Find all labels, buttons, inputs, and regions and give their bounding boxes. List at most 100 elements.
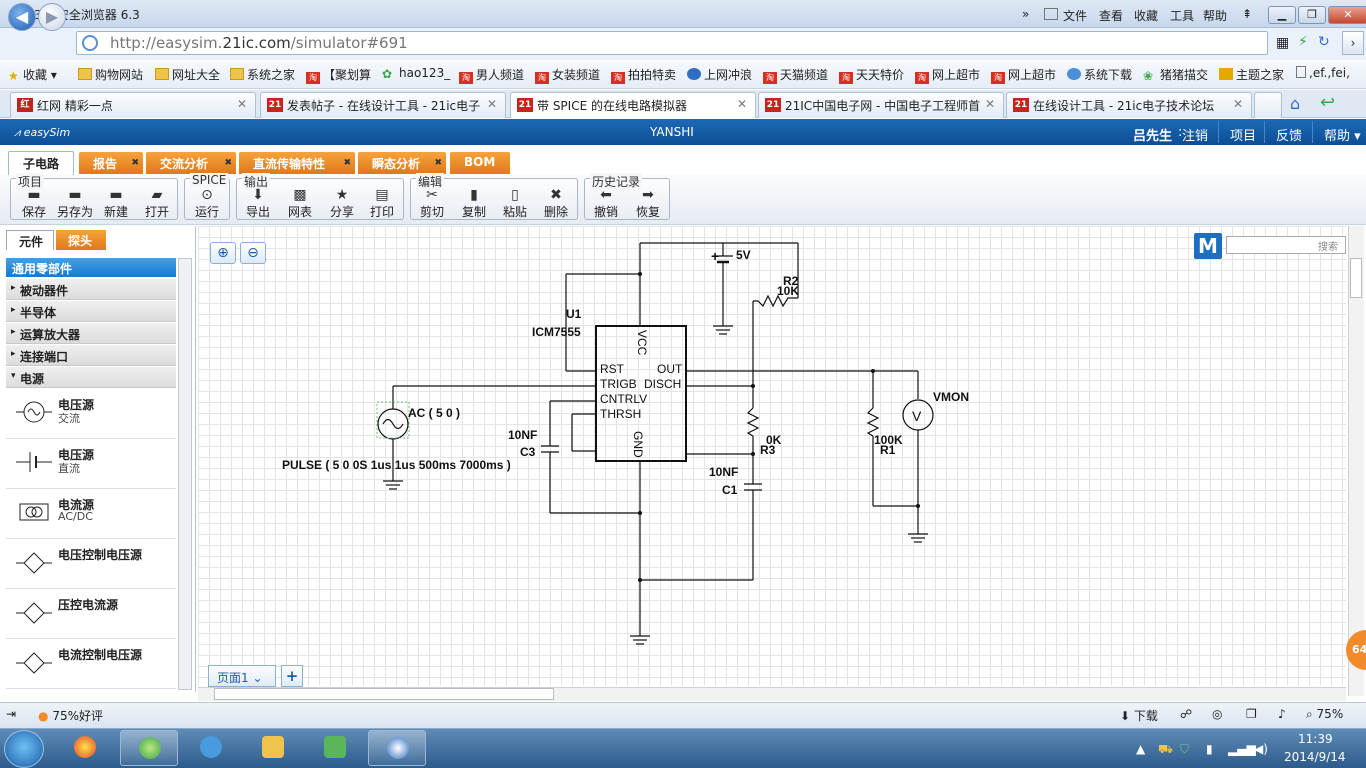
shield-icon[interactable]: ⛉ <box>1180 742 1190 756</box>
status-panel-icon[interactable]: ⇥ <box>6 707 17 721</box>
netlist-button[interactable]: ▩网表 <box>287 187 312 219</box>
delete-button[interactable]: ✖删除 <box>543 187 568 219</box>
bookmark-item[interactable]: 购物网站 <box>78 66 143 83</box>
bookmark-item[interactable]: 淘天天特价 <box>839 66 904 84</box>
bookmark-item[interactable]: 主题之家 <box>1219 66 1284 83</box>
new-button[interactable]: ▬新建 <box>103 187 128 219</box>
category-connectors[interactable]: 连接端口 <box>6 345 176 366</box>
bookmark-item[interactable]: ,ef.,fei, <box>1296 66 1350 80</box>
print-button[interactable]: ▤打印 <box>369 187 394 219</box>
tab-components[interactable]: 元件 <box>6 230 54 250</box>
url-input[interactable] <box>76 31 1268 55</box>
maximize-button[interactable]: ❐ <box>1298 6 1326 24</box>
header-link-help[interactable]: 帮助 ▾ <box>1324 129 1361 144</box>
undo-close-icon[interactable]: ↩ <box>1320 92 1336 113</box>
bookmark-item[interactable]: 淘拍拍特卖 <box>611 66 676 84</box>
bookmark-item[interactable]: 系统下载 <box>1067 66 1132 83</box>
export-button[interactable]: ⬇导出 <box>245 187 270 219</box>
tab-close-icon[interactable]: ✕ <box>984 97 995 111</box>
tab-close-icon[interactable]: ✕ <box>486 97 497 111</box>
minimize-button[interactable]: ▁ <box>1268 6 1296 24</box>
status-tool-icon[interactable]: ☍ <box>1180 707 1193 721</box>
search-engine-icon[interactable]: › <box>1342 31 1364 55</box>
bookmark-item[interactable]: 网址大全 <box>155 66 220 83</box>
bookmark-item[interactable]: 淘男人频道 <box>459 66 524 84</box>
save-button[interactable]: ▬保存 <box>21 187 46 219</box>
more-icon[interactable]: » <box>1022 7 1030 21</box>
clock-date[interactable]: 2014/9/14 <box>1284 750 1346 764</box>
bookmark-favorites[interactable]: ★收藏 ▾ <box>8 68 57 83</box>
back-button[interactable]: ◀ <box>8 3 36 31</box>
share-button[interactable]: ★分享 <box>329 187 354 219</box>
tab-report[interactable]: 报告✖ <box>79 152 143 174</box>
tray-expand-icon[interactable]: ▲ <box>1136 742 1146 756</box>
zoom-indicator[interactable]: ⌕ 75% <box>1306 707 1344 721</box>
taskbar-app-browser[interactable] <box>120 730 178 766</box>
run-button[interactable]: ⊙运行 <box>194 187 219 219</box>
tab-ac-analysis[interactable]: 交流分析✖ <box>146 152 236 174</box>
bookmark-item[interactable]: 上网冲浪 <box>687 66 752 83</box>
component-ac-voltage-source[interactable]: 电压源交流 <box>6 389 176 439</box>
tab-close-icon[interactable]: ✕ <box>1232 97 1243 111</box>
panel-scrollbar[interactable] <box>178 258 192 690</box>
tray-icon[interactable]: ⛟ <box>1158 742 1174 756</box>
battery-icon[interactable]: ▮ <box>1206 742 1213 756</box>
taskbar-app-explorer[interactable] <box>244 730 302 766</box>
paste-button[interactable]: ▯粘贴 <box>502 187 527 219</box>
redo-button[interactable]: ➡恢复 <box>635 187 660 219</box>
tab-hongwang[interactable]: 红红网 精彩一点✕ <box>10 92 256 118</box>
menu-tools[interactable]: 工具 <box>1170 9 1195 23</box>
taskbar-app-editor[interactable] <box>306 730 364 766</box>
taskbar-app-cloud[interactable] <box>182 730 240 766</box>
tab-bom[interactable]: BOM <box>450 152 510 174</box>
menu-help[interactable]: 帮助 <box>1203 9 1228 23</box>
page-tab[interactable]: 页面1 ⌄ <box>208 665 276 687</box>
speed-icon[interactable]: ⚡ <box>1298 34 1308 50</box>
header-link-projects[interactable]: 项目 <box>1230 129 1257 144</box>
component-dc-voltage-source[interactable]: 电压源直流 <box>6 439 176 489</box>
undo-button[interactable]: ⬅撤销 <box>593 187 618 219</box>
status-tool-icon[interactable]: ◎ <box>1212 707 1223 721</box>
bookmark-item[interactable]: 淘【聚划算 <box>306 66 371 84</box>
bookmark-item[interactable]: 淘网上超市 <box>915 66 980 84</box>
download-button[interactable]: ⬇ 下载 <box>1120 709 1158 723</box>
vscroll-thumb[interactable] <box>1350 258 1362 298</box>
category-passive[interactable]: 被动器件 <box>6 279 176 300</box>
tab-subcircuit[interactable]: 子电路 <box>8 151 74 175</box>
bookmark-item[interactable]: 淘女装频道 <box>535 66 600 84</box>
part-search-button[interactable]: 搜索 <box>1318 242 1338 253</box>
close-window-button[interactable]: ✕ <box>1328 6 1366 24</box>
component-vccs[interactable]: 压控电流源 <box>6 589 176 639</box>
copy-button[interactable]: ▮复制 <box>461 187 486 219</box>
category-semiconductor[interactable]: 半导体 <box>6 301 176 322</box>
part-search-input[interactable] <box>1226 236 1346 254</box>
notification-badge[interactable]: 64 <box>1346 630 1366 670</box>
refresh-icon[interactable]: ↻ <box>1318 34 1330 50</box>
qr-icon[interactable]: ▦ <box>1276 35 1290 51</box>
tab-probes[interactable]: 探头 <box>56 230 106 250</box>
category-opamp[interactable]: 运算放大器 <box>6 323 176 344</box>
open-button[interactable]: ▰打开 <box>144 187 169 219</box>
speaker-icon[interactable]: ◀) <box>1254 742 1268 756</box>
component-vcvs[interactable]: 电压控制电压源 <box>6 539 176 589</box>
bookmark-item[interactable]: 系统之家 <box>230 66 295 83</box>
component-ccvs[interactable]: 电流控制电压源 <box>6 639 176 689</box>
zoom-out-button[interactable]: ⊖ <box>240 242 266 264</box>
hscroll-thumb[interactable] <box>214 688 554 700</box>
bookmark-item[interactable]: ✿hao123_ <box>382 66 451 81</box>
menu-file[interactable]: 文件 <box>1063 9 1088 23</box>
home-icon[interactable]: ⌂ <box>1290 94 1301 113</box>
tab-close-icon[interactable]: ✕ <box>736 97 747 111</box>
skin-icon[interactable]: ⇞ <box>1242 7 1253 21</box>
clock-time[interactable]: 11:39 <box>1298 732 1333 746</box>
cut-button[interactable]: ✂剪切 <box>419 187 444 219</box>
logout-link[interactable]: 注销 <box>1182 129 1209 144</box>
taskbar-app-360[interactable] <box>368 730 426 766</box>
forward-button[interactable]: ▶ <box>38 3 66 31</box>
category-power[interactable]: 电源 <box>6 367 176 388</box>
network-icon[interactable]: ▂▄▆ <box>1228 742 1256 756</box>
